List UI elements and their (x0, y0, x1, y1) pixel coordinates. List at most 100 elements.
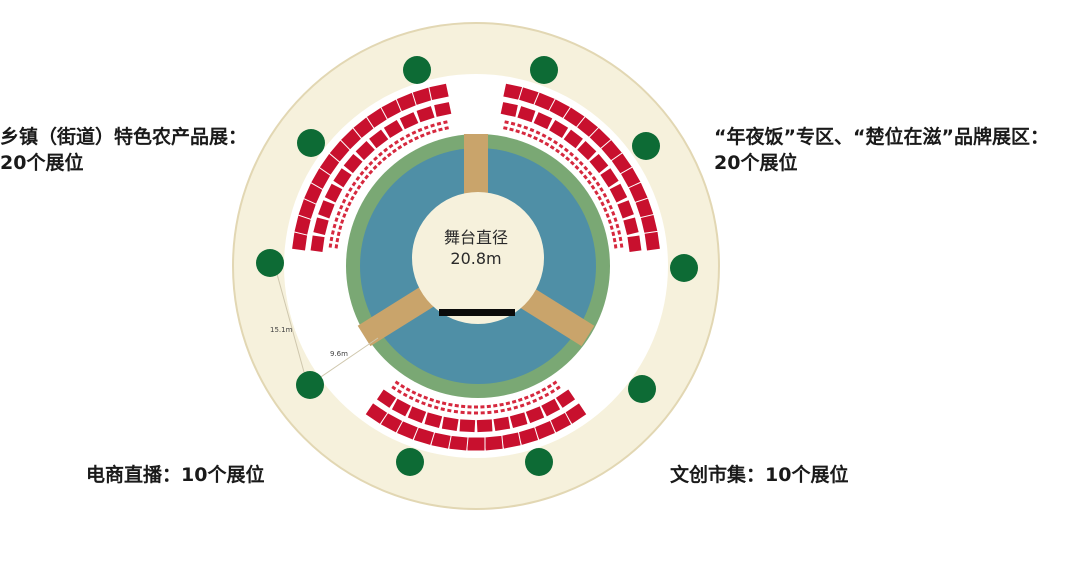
audience-seat (545, 382, 554, 391)
audience-seat (346, 185, 355, 194)
audience-seat (510, 398, 518, 405)
audience-seat (606, 217, 614, 226)
audience-seat (548, 143, 557, 152)
audience-seat (581, 173, 590, 181)
audience-seat (589, 183, 597, 192)
audience-seat (548, 387, 557, 396)
audience-seat (599, 200, 607, 208)
booth-outer (364, 402, 389, 426)
audience-seat (355, 183, 363, 192)
stage-center (412, 192, 544, 324)
audience-seat (459, 409, 466, 416)
tree-icon (296, 371, 324, 399)
audience-seat (499, 407, 507, 414)
audience-seat (537, 394, 545, 402)
audience-seat (410, 129, 418, 137)
audience-seat (604, 197, 612, 206)
audience-seat (553, 147, 562, 155)
booth-inner (367, 128, 390, 150)
audience-seat (422, 124, 430, 132)
audience-seat (434, 398, 442, 405)
booth-inner (547, 118, 570, 140)
zone-label-top-left: 乡镇（街道）特色农产品展： 20个展位 (0, 124, 247, 176)
audience-seat (331, 222, 338, 230)
audience-seat (486, 409, 493, 416)
audience-seat (348, 194, 357, 203)
audience-seat (524, 399, 533, 407)
audience-seat (327, 242, 334, 249)
audience-seat (515, 122, 524, 129)
booth-outer (643, 230, 662, 252)
booth-inner (575, 139, 598, 162)
audience-seat (594, 180, 602, 188)
audience-seat (413, 397, 422, 405)
tree-icon (632, 132, 660, 160)
audience-seat (485, 403, 493, 410)
booth-inner (598, 166, 621, 189)
audience-seat (512, 404, 520, 411)
audience-seat (340, 211, 348, 220)
audience-seat (443, 125, 451, 132)
audience-seat (398, 382, 407, 391)
audience-seat (338, 217, 346, 226)
booth-inner (539, 397, 562, 418)
audience-seat (572, 154, 581, 163)
tree-icon (297, 129, 325, 157)
audience-seat (381, 146, 390, 154)
audience-seat (577, 159, 586, 168)
audience-seat (343, 191, 351, 200)
audience-seat (528, 391, 537, 399)
audience-seat (426, 402, 434, 409)
booth-inner (458, 418, 477, 434)
audience-seat (392, 138, 401, 147)
audience-seat (358, 178, 367, 186)
audience-seat (617, 235, 624, 243)
audience-seat (375, 159, 384, 167)
trees (256, 56, 698, 476)
booth-inner (415, 104, 436, 124)
audience-seat (616, 228, 623, 236)
audience-seat (387, 142, 395, 150)
audience-seat (540, 132, 548, 140)
dimension-line-inner (311, 337, 379, 384)
audience-seat (516, 396, 524, 404)
audience-seat (333, 216, 340, 224)
audience-seat (531, 134, 540, 142)
audience-seat (389, 384, 398, 392)
audience-seat (371, 163, 379, 172)
booth-inner (616, 198, 636, 220)
audience-seat (366, 159, 375, 168)
audience-seat (530, 397, 539, 405)
stage-title: 舞台直径 (444, 228, 508, 247)
audience-seat (466, 410, 473, 416)
booth-inner (516, 104, 537, 124)
audience-seat (586, 169, 594, 178)
audience-seat (416, 126, 424, 134)
audience-seat (334, 236, 341, 244)
booth-inner (375, 388, 398, 410)
audience-seat (421, 394, 430, 402)
audience-seat (401, 391, 410, 399)
audience-seat (554, 384, 563, 392)
booth-inner (608, 182, 629, 204)
booth-inner (492, 415, 512, 433)
audience-seat (612, 216, 619, 224)
booth-inner (524, 405, 546, 425)
audience-seat (479, 410, 486, 416)
audience-seat (507, 126, 516, 133)
booth-inner (554, 388, 577, 410)
audience-seat (491, 402, 499, 409)
audience-seat (407, 394, 415, 402)
audience-seat (504, 400, 512, 407)
audience-seat (340, 197, 348, 206)
audience-seat (492, 408, 500, 415)
booth-inner (354, 139, 377, 162)
zone-label-top-right: “年夜饭”专区、“楚位在滋”品牌展区： 20个展位 (714, 124, 1049, 176)
audience-seat (428, 122, 437, 129)
booth-inner (406, 405, 428, 425)
booth-inner (562, 128, 585, 150)
audience-seat (518, 402, 526, 409)
audience-seat (415, 391, 424, 399)
audience-seat (453, 402, 461, 409)
audience-seat (567, 150, 576, 159)
